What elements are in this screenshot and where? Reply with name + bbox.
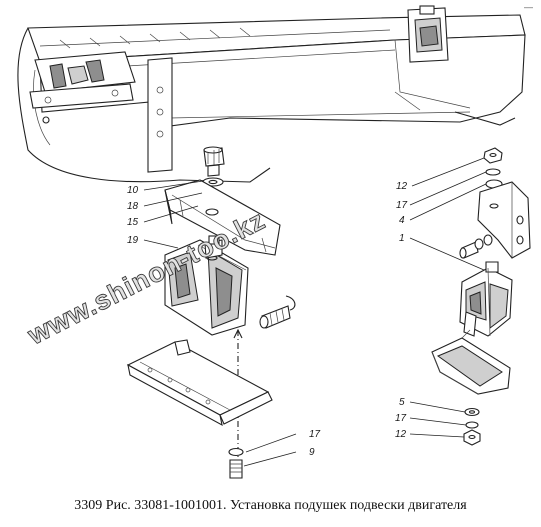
bolt-9: [229, 459, 243, 479]
right-lower-plate: [431, 329, 511, 395]
callout-12-bottom: 12: [395, 429, 407, 440]
leader-lines: [143, 157, 487, 467]
nut-12-bottom: [463, 429, 481, 446]
right-mount-assembly: [431, 147, 531, 446]
washer-17-top: [485, 168, 501, 176]
rubber-cushion-19: [164, 235, 249, 336]
callout-labels: 10 18 15 19 17 9 12 17 4 1 5 17 12: [127, 181, 408, 458]
frame-assembly: [17, 5, 526, 183]
figure-caption: 3309 Рис. 33081-1001001. Установка подуш…: [74, 498, 467, 513]
callout-15: 15: [127, 217, 139, 228]
washer-17-bottom: [228, 447, 244, 457]
callout-10: 10: [127, 185, 139, 196]
callout-9: 9: [309, 447, 315, 458]
callout-5: 5: [399, 397, 405, 408]
rubber-cushion-1: [459, 261, 513, 337]
washer-5: [464, 407, 480, 417]
corner-mark: —: [524, 2, 533, 12]
callout-18: 18: [127, 201, 139, 212]
washer-17-lower: [465, 421, 479, 429]
callout-17-left: 17: [309, 429, 321, 440]
callout-17-right: 17: [395, 413, 407, 424]
callout-1: 1: [399, 233, 405, 244]
nut-12-top: [483, 147, 503, 164]
lower-support-bracket: [126, 339, 273, 427]
callout-12-top: 12: [396, 181, 408, 192]
upper-bracket: [164, 179, 281, 256]
bracket-4: [477, 181, 531, 259]
callout-4: 4: [399, 215, 405, 226]
left-mount-assembly: [126, 146, 296, 479]
callout-19: 19: [127, 235, 139, 246]
side-bolt: [259, 295, 296, 329]
right-side-bolt: [459, 234, 493, 259]
bolt-10: [203, 146, 225, 177]
callout-17-top: 17: [396, 200, 408, 211]
